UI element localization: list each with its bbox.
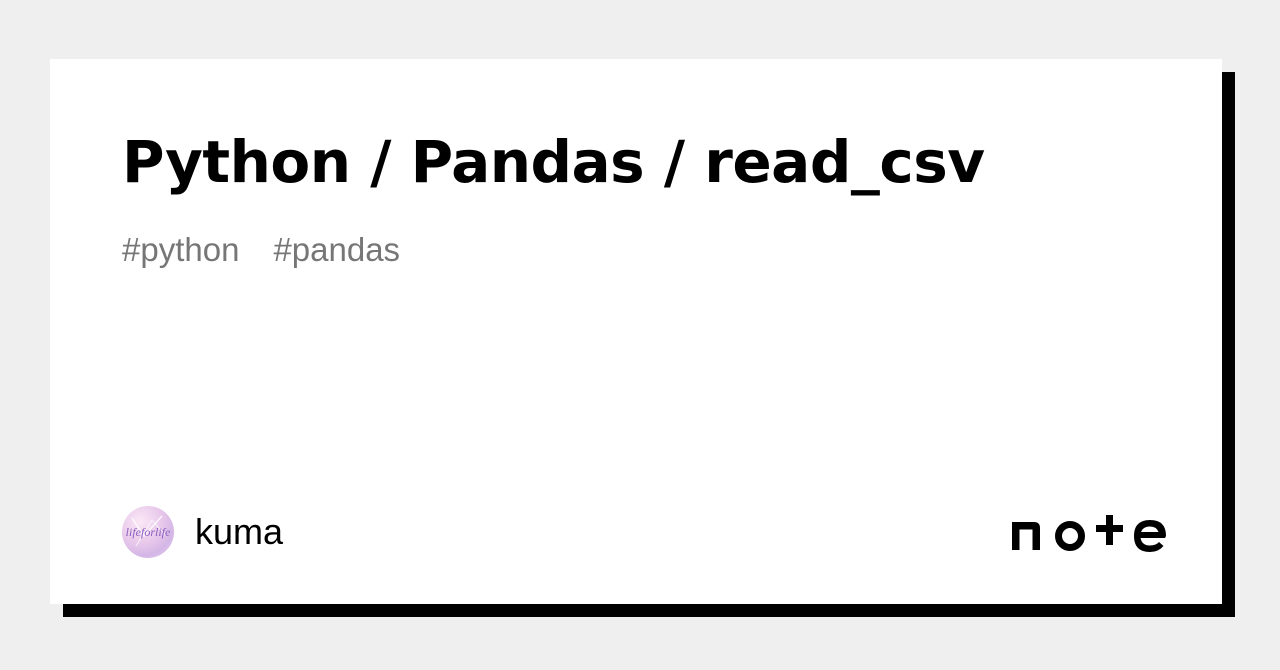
tag-list: #python #pandas [122,231,400,269]
article-card[interactable]: Python / Pandas / read_csv #python #pand… [50,59,1222,604]
author-name[interactable]: kuma [195,511,284,552]
note-logo-icon [1012,515,1166,552]
tag-pandas[interactable]: #pandas [273,231,401,268]
avatar-image-icon [131,515,167,547]
author-info[interactable]: lifeforlife kuma [122,506,283,558]
note-logo[interactable] [1010,510,1170,556]
tag-python[interactable]: #python [122,231,240,268]
article-title: Python / Pandas / read_csv [122,128,985,196]
avatar-text: lifeforlife [125,525,171,539]
avatar: lifeforlife [122,506,174,558]
